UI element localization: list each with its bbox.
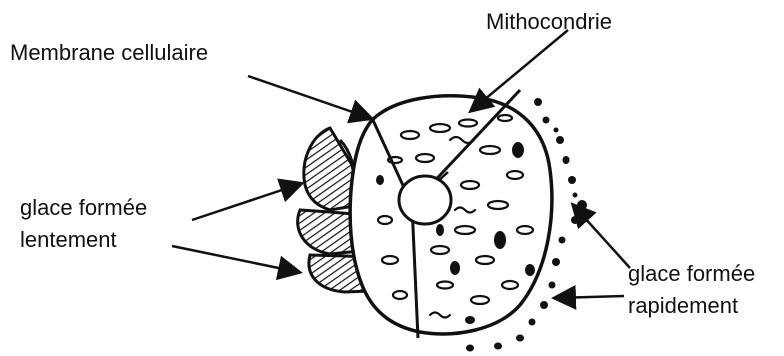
cell-body [350,90,552,338]
label-slow-ice: glace formée lentement [20,192,147,256]
label-fast-ice: glace formée rapidement [628,258,755,322]
label-fast-ice-line1: glace formée [628,258,755,290]
label-slow-ice-line2: lentement [20,224,147,256]
arrow-fast-ice-lower [556,296,624,298]
arrow-slow-ice-upper [192,184,300,220]
arrow-mitochondria [472,30,568,110]
label-fast-ice-line2: rapidement [628,290,755,322]
label-mitochondria: Mithocondrie [486,9,612,35]
arrow-membrane [248,76,370,118]
label-membrane: Membrane cellulaire [10,40,208,66]
label-slow-ice-line1: glace formée [20,192,147,224]
arrow-fast-ice-upper [574,206,630,268]
arrow-slow-ice-lower [172,246,298,272]
